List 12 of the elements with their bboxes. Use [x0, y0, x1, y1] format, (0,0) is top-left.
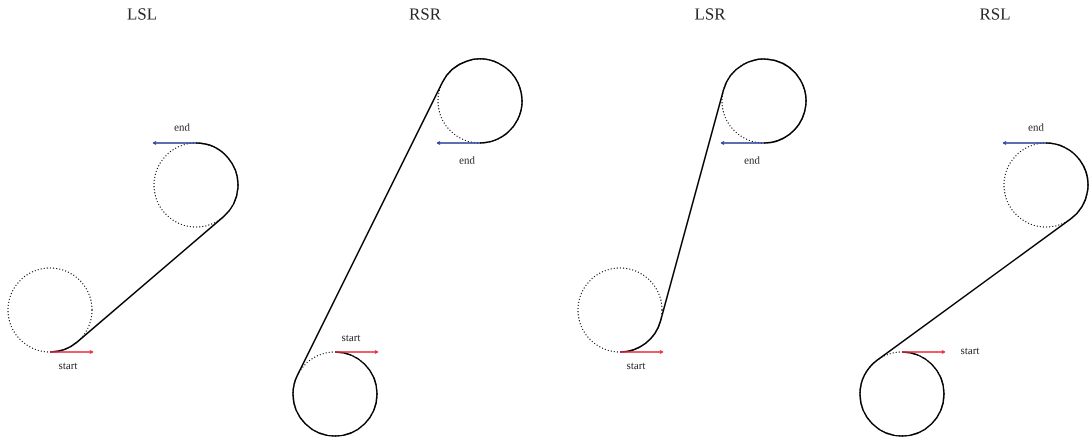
- panel-title: LSR: [694, 8, 726, 20]
- panel-title: RSR: [409, 8, 441, 20]
- start-label: start: [59, 362, 78, 370]
- end-label: end: [744, 156, 760, 164]
- start-label: start: [342, 334, 361, 342]
- panel-title: RSL: [979, 8, 1010, 20]
- start-label: start: [961, 347, 980, 355]
- panel-title: LSL: [127, 8, 157, 20]
- end-label: end: [1028, 123, 1044, 131]
- end-label: end: [459, 156, 475, 164]
- end-label: end: [174, 123, 190, 131]
- start-label: start: [627, 362, 646, 370]
